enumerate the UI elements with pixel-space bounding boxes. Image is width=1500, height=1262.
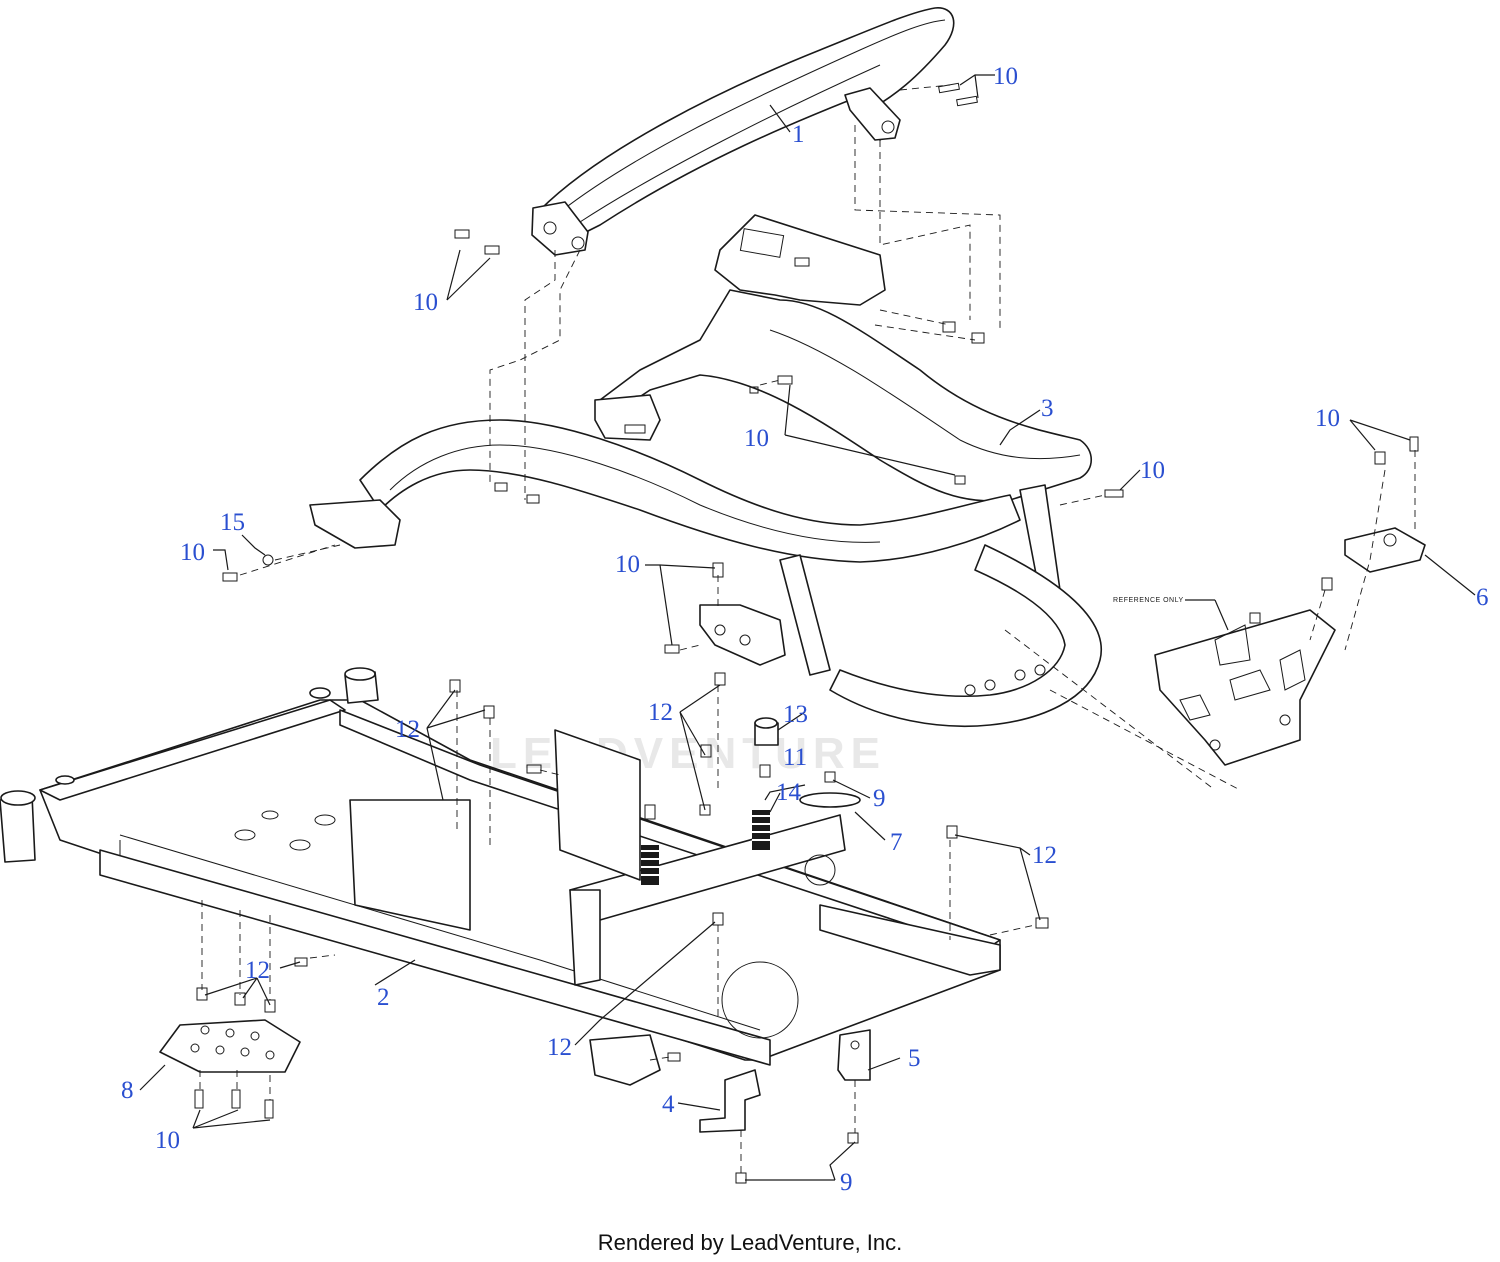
leader-lines — [139, 74, 1476, 1181]
callout-10-right: 10 — [1140, 457, 1165, 484]
assembly-lines — [199, 84, 1416, 1173]
hardware — [194, 82, 1419, 1184]
callout-12-bottom: 12 — [547, 1034, 572, 1061]
callouts: 1 2 3 4 5 6 7 8 9 9 10 10 10 10 10 10 10… — [121, 63, 1489, 1196]
callout-1: 1 — [792, 121, 805, 148]
callout-9-lower: 9 — [840, 1169, 853, 1196]
callout-10-mid: 10 — [615, 551, 640, 578]
part-5-bracket — [837, 1029, 871, 1081]
callout-3: 3 — [1041, 395, 1054, 422]
callout-10-center: 10 — [744, 425, 769, 452]
part-2-main-frame — [0, 667, 1001, 1086]
reference-note: REFERENCE ONLY — [1113, 597, 1184, 604]
callout-8: 8 — [121, 1077, 134, 1104]
callout-10-top-right: 10 — [993, 63, 1018, 90]
callout-13: 13 — [783, 701, 808, 728]
callout-12-left: 12 — [395, 716, 420, 743]
callout-10-top-left: 10 — [413, 289, 438, 316]
callout-6: 6 — [1476, 584, 1489, 611]
part-6-plate — [1344, 527, 1426, 573]
part-14-springs — [641, 810, 770, 885]
callout-10-left: 10 — [180, 539, 205, 566]
callout-4: 4 — [662, 1091, 675, 1118]
callout-12-center: 12 — [648, 699, 673, 726]
part-13-bumper — [754, 717, 779, 746]
part-8-foot-plate — [159, 1019, 301, 1073]
callout-15: 15 — [220, 509, 245, 536]
part-7-washer — [799, 792, 861, 808]
callout-12-lower-left: 12 — [245, 957, 270, 984]
callout-7: 7 — [890, 829, 903, 856]
watermark: LEADVENTURE — [490, 729, 886, 778]
part-1-upper-rollbar — [531, 7, 955, 256]
callout-2: 2 — [377, 984, 390, 1011]
callout-14: 14 — [776, 779, 802, 806]
callout-5: 5 — [908, 1045, 921, 1072]
callout-10-far-right: 10 — [1315, 405, 1340, 432]
footer-credit: Rendered by LeadVenture, Inc. — [597, 1230, 903, 1255]
callout-11: 11 — [783, 744, 807, 771]
part-4-bracket — [699, 1069, 761, 1133]
reference-only-panel: REFERENCE ONLY — [1113, 597, 1336, 766]
callout-10-bottom: 10 — [155, 1127, 180, 1154]
callout-12-right: 12 — [1032, 842, 1057, 869]
callout-9-upper: 9 — [873, 785, 886, 812]
